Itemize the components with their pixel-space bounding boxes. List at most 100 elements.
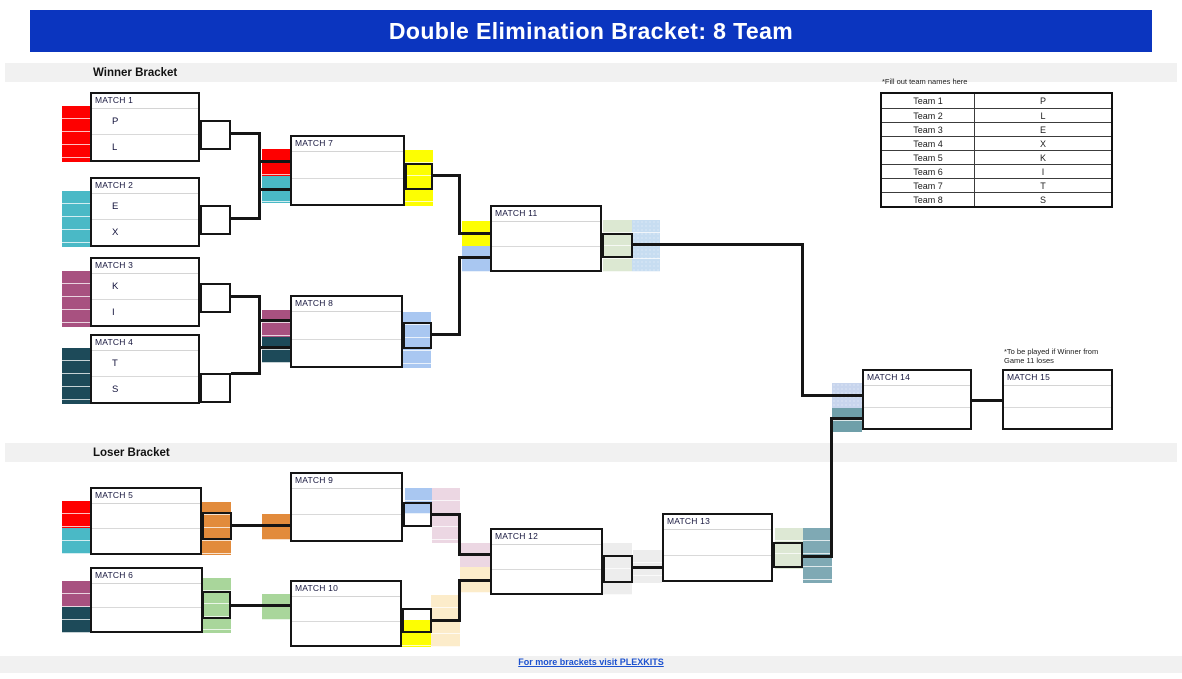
match-8-title: MATCH 8: [292, 297, 401, 312]
match-12-team-2[interactable]: [492, 568, 601, 594]
match-4-box: MATCH 4 T S: [90, 334, 200, 404]
match-11-team-1[interactable]: [492, 222, 600, 246]
team-color-strip: [62, 581, 90, 607]
team-name-cell[interactable]: L: [1040, 110, 1046, 121]
match-7-team-2[interactable]: [292, 177, 403, 205]
match-2-team-2[interactable]: X: [92, 219, 198, 245]
team-color-strip: [62, 607, 90, 633]
team-label-cell: Team 4: [882, 137, 975, 150]
match-13-team-1[interactable]: [664, 530, 771, 555]
connector-line: [458, 232, 490, 235]
connector-line: [230, 604, 290, 607]
team-color-strip: [62, 501, 90, 528]
team-color-strip: [603, 543, 632, 595]
team-name-cell[interactable]: E: [1039, 124, 1046, 135]
match-11-title: MATCH 11: [492, 207, 600, 222]
match-5-team-1[interactable]: [92, 504, 200, 528]
team-color-strip: [632, 220, 660, 272]
team-name-cell[interactable]: K: [1039, 152, 1046, 163]
match-15-title: MATCH 15: [1004, 371, 1111, 386]
team-color-strip: [832, 408, 862, 432]
match-6-box: MATCH 6: [90, 567, 203, 633]
match-10-box: MATCH 10: [290, 580, 402, 647]
connector-line: [458, 553, 492, 556]
match-8-team-1[interactable]: [292, 312, 401, 339]
connector-line: [231, 217, 260, 220]
team-name-cell[interactable]: S: [1039, 194, 1046, 205]
match-11-team-2[interactable]: [492, 245, 600, 271]
winner-slot-box: [403, 322, 432, 349]
connector-line: [258, 295, 261, 375]
team-name-cell[interactable]: T: [1040, 180, 1046, 191]
match-1-box: MATCH 1 P L: [90, 92, 200, 162]
match-11-box: MATCH 11: [490, 205, 602, 272]
team-label-cell: Team 1: [882, 94, 975, 108]
match-13-team-2[interactable]: [664, 554, 771, 581]
team-color-strip: [62, 106, 90, 162]
match-15-team-1[interactable]: [1004, 386, 1111, 407]
team-name-cell[interactable]: X: [1039, 138, 1046, 149]
match-6-team-1[interactable]: [92, 584, 201, 607]
table-row: Team 1 P: [882, 94, 1111, 108]
match-9-box: MATCH 9: [290, 472, 403, 542]
connector-line: [231, 132, 260, 135]
footer-bar: For more brackets visit PLEXKITS: [0, 656, 1182, 673]
match-8-box: MATCH 8: [290, 295, 403, 368]
match-8-team-2[interactable]: [292, 338, 401, 367]
connector-line: [802, 555, 833, 558]
team-color-strip: [405, 488, 432, 514]
winner-bracket-label: Winner Bracket: [93, 66, 178, 79]
match-3-title: MATCH 3: [92, 259, 198, 274]
team-color-strip: [603, 220, 632, 272]
match-15-team-2[interactable]: [1004, 406, 1111, 429]
match-7-team-1[interactable]: [292, 152, 403, 178]
match-7-box: MATCH 7: [290, 135, 405, 206]
match-14-team-2[interactable]: [864, 406, 970, 429]
match-4-team-2[interactable]: S: [92, 376, 198, 402]
team-name-cell[interactable]: I: [1041, 166, 1045, 177]
connector-line: [801, 394, 862, 397]
match-1-team-2[interactable]: L: [92, 134, 198, 160]
connector-line: [258, 346, 290, 349]
winner-slot-box: [603, 555, 633, 583]
match-2-title: MATCH 2: [92, 179, 198, 194]
connector-line: [458, 513, 461, 556]
winner-slot-box: [200, 373, 231, 403]
match-3-box: MATCH 3 K I: [90, 257, 200, 327]
winner-slot-box: [202, 591, 231, 619]
match-4-team-1[interactable]: T: [112, 358, 118, 369]
team-color-strip: [62, 528, 90, 554]
match-10-team-2[interactable]: [292, 620, 400, 646]
match-14-title: MATCH 14: [864, 371, 970, 386]
match-6-team-2[interactable]: [92, 607, 201, 631]
match-1-team-1[interactable]: P: [112, 116, 119, 127]
team-name-cell[interactable]: P: [1039, 96, 1046, 106]
winner-bracket-bar: Winner Bracket: [5, 63, 1177, 82]
match-14-team-1[interactable]: [864, 386, 970, 407]
plexkits-link[interactable]: For more brackets visit PLEXKITS: [518, 657, 664, 667]
connector-line: [458, 256, 490, 259]
winner-slot-box: [200, 120, 231, 150]
connector-line: [458, 579, 461, 622]
loser-bracket-label: Loser Bracket: [93, 446, 170, 459]
match-3-team-1[interactable]: K: [112, 281, 119, 292]
match-9-team-2[interactable]: [292, 514, 401, 540]
connector-line: [632, 566, 664, 569]
match-9-team-1[interactable]: [292, 489, 401, 514]
match-5-title: MATCH 5: [92, 489, 200, 504]
match-14-box: MATCH 14: [862, 369, 972, 430]
match-1-title: MATCH 1: [92, 94, 198, 109]
team-label-cell: Team 2: [882, 109, 975, 122]
table-row: Team 2 L: [882, 108, 1111, 122]
match-2-team-1[interactable]: E: [112, 201, 119, 212]
match-5-team-2[interactable]: [92, 528, 200, 553]
match-3-team-2[interactable]: I: [92, 299, 198, 325]
winner-slot-box: [200, 205, 231, 235]
match-6-title: MATCH 6: [92, 569, 201, 584]
connector-line: [458, 256, 461, 336]
match-12-team-1[interactable]: [492, 545, 601, 569]
team-color-strip: [262, 514, 290, 540]
match-10-team-1[interactable]: [292, 597, 400, 621]
